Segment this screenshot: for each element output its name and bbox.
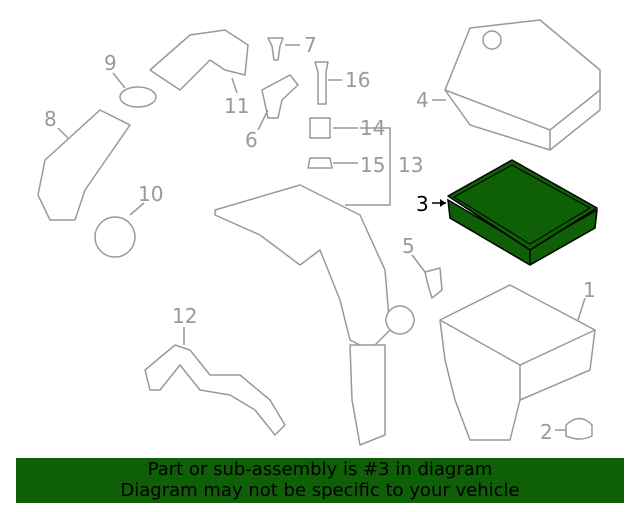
- part-15-nut[interactable]: [307, 157, 333, 169]
- callout-11[interactable]: 11: [224, 94, 249, 118]
- part-12-hose[interactable]: [144, 344, 286, 436]
- callout-16[interactable]: 16: [345, 68, 370, 92]
- callout-15[interactable]: 15: [360, 153, 385, 177]
- part-16-bolt[interactable]: [314, 61, 329, 105]
- callout-7[interactable]: 7: [304, 33, 317, 57]
- part-6-sensor[interactable]: [261, 74, 299, 119]
- disclaimer-banner: Part or sub-assembly is #3 in diagram Di…: [16, 458, 624, 503]
- part-10-clamp[interactable]: [94, 216, 136, 258]
- callout-10[interactable]: 10: [138, 182, 163, 206]
- callout-4[interactable]: 4: [416, 88, 429, 112]
- callout-8[interactable]: 8: [44, 107, 57, 131]
- part-4-cover[interactable]: [444, 19, 601, 151]
- part-13-intake-duct[interactable]: [214, 184, 415, 446]
- part-1-housing[interactable]: [439, 284, 596, 441]
- callout-6[interactable]: 6: [245, 128, 258, 152]
- banner-line-1: Part or sub-assembly is #3 in diagram: [147, 459, 493, 480]
- part-2-grommet[interactable]: [565, 417, 593, 440]
- part-9-clamp[interactable]: [119, 86, 157, 108]
- part-3-air-filter[interactable]: [447, 159, 598, 266]
- callout-9[interactable]: 9: [104, 51, 117, 75]
- part-7-bolt[interactable]: [267, 37, 284, 61]
- leader-lines: [57, 44, 586, 431]
- part-14-grommet[interactable]: [309, 117, 331, 139]
- callout-12[interactable]: 12: [172, 304, 197, 328]
- callout-13[interactable]: 13: [398, 153, 423, 177]
- part-11-hose[interactable]: [149, 29, 249, 91]
- callout-2[interactable]: 2: [540, 420, 553, 444]
- callout-5[interactable]: 5: [402, 234, 415, 258]
- callout-14[interactable]: 14: [360, 116, 385, 140]
- banner-line-2: Diagram may not be specific to your vehi…: [120, 480, 520, 501]
- part-8-hose[interactable]: [37, 109, 131, 221]
- part-5-clip[interactable]: [424, 267, 443, 299]
- callout-1[interactable]: 1: [583, 278, 596, 302]
- callout-3[interactable]: 3: [416, 192, 429, 216]
